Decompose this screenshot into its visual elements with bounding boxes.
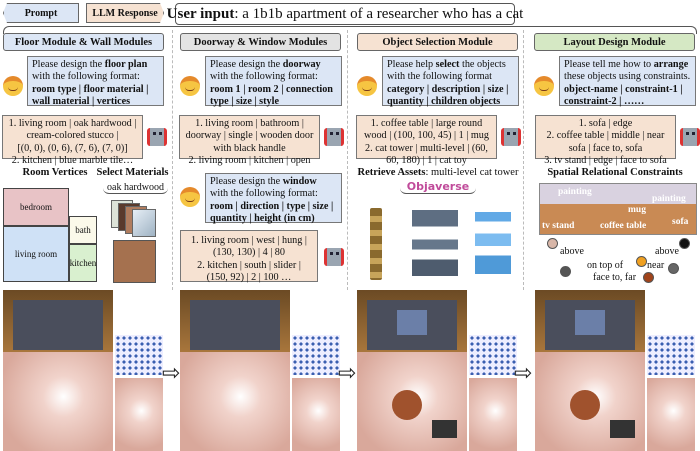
room-living-room: living room	[3, 226, 69, 282]
label-mug: mug	[628, 205, 646, 215]
selected-material-oak	[113, 240, 156, 283]
render-bathroom	[292, 335, 340, 375]
user-face-icon	[3, 76, 23, 96]
render-living-room	[3, 352, 113, 451]
cat-tower-asset-wood	[370, 208, 382, 280]
render-kitchen	[115, 378, 163, 451]
prompt-floor-plan: Please design the floor plan with the fo…	[27, 56, 164, 107]
divider	[172, 30, 173, 290]
divider	[347, 30, 348, 290]
response-window: 1. living room | west | hung |(130, 130)…	[180, 230, 318, 283]
prompt-layout: Please tell me how to arrange these obje…	[559, 56, 696, 107]
response-floor-plan: 1. living room | oak hardwood |cream-col…	[2, 115, 143, 166]
room-vertices-title: Room Vertices	[22, 167, 88, 178]
scene-image: painting painting mug tv stand coffee ta…	[539, 183, 697, 235]
user-input-label: User input	[166, 5, 235, 22]
node-coffee-table	[643, 272, 654, 283]
render-kitchen	[292, 378, 340, 451]
header-layout-design: Layout Design Module	[534, 33, 695, 51]
user-face-icon	[357, 76, 377, 96]
render-tv-stand	[432, 420, 457, 438]
render-tv-stand	[610, 420, 635, 438]
user-face-icon	[180, 187, 200, 207]
legend-prompt: Prompt	[3, 3, 79, 23]
render-kitchen	[469, 378, 517, 451]
render-bathroom	[647, 335, 695, 375]
user-face-icon	[534, 76, 554, 96]
arrow-right-icon: ⇨	[338, 360, 357, 385]
divider	[523, 30, 524, 290]
render-bed	[575, 310, 605, 335]
robot-icon	[680, 128, 700, 146]
render-living-room	[180, 352, 290, 451]
constraints-title: Spatial Relational Constraints	[547, 167, 683, 178]
arrow-right-icon: ⇨	[162, 360, 181, 385]
select-materials-title: Select Materials	[96, 167, 169, 178]
label-painting: painting	[652, 194, 686, 204]
cat-tower-asset-gray	[412, 210, 458, 276]
prompt-window: Please design the window with the follow…	[205, 173, 342, 224]
node-painting-2	[679, 238, 690, 249]
render-bathroom	[469, 335, 517, 375]
room-kitchen: kitchen	[69, 244, 97, 282]
objaverse-logo: Objaverse	[400, 180, 476, 194]
robot-icon	[501, 128, 521, 146]
render-coffee-table	[570, 390, 600, 420]
render-bathroom	[115, 335, 163, 375]
header-floor-wall: Floor Module & Wall Modules	[3, 33, 164, 51]
user-input-box: User input: a 1b1b apartment of a resear…	[167, 3, 523, 25]
legend-llm-response: LLM Response	[86, 3, 164, 23]
robot-icon	[324, 128, 344, 146]
bracket-line	[3, 26, 697, 34]
edge-above: above	[655, 246, 679, 257]
user-face-icon	[180, 76, 200, 96]
node-mug	[636, 256, 647, 267]
prompt-object-selection: Please help select the objects with the …	[382, 56, 519, 107]
render-coffee-table	[392, 390, 422, 420]
edge-on-top-of: on top of	[587, 260, 624, 271]
robot-icon	[147, 128, 167, 146]
material-label: oak hardwood	[103, 182, 168, 194]
node-sofa	[668, 263, 679, 274]
label-coffee-table: coffee table	[600, 221, 647, 231]
retrieve-assets-caption: Retrieve Assets: multi-level cat tower	[357, 167, 519, 178]
prompt-doorway: Please design the doorway with the follo…	[205, 56, 342, 107]
node-tv-stand	[560, 266, 571, 277]
robot-icon	[324, 248, 344, 266]
edge-above: above	[560, 246, 584, 257]
render-kitchen	[647, 378, 695, 451]
material-swatch	[132, 209, 156, 237]
render-bed	[397, 310, 427, 335]
user-input-text: : a 1b1b apartment of a researcher who h…	[234, 5, 524, 22]
edge-near: near	[647, 260, 665, 271]
room-bedroom: bedroom	[3, 188, 69, 226]
cat-tower-asset-blue	[475, 212, 511, 274]
label-painting: painting	[558, 187, 592, 197]
label-sofa: sofa	[672, 217, 689, 227]
label-tv-stand: tv stand	[542, 221, 575, 231]
render-bedroom-floor	[13, 300, 103, 350]
header-doorway-window: Doorway & Window Modules	[180, 33, 341, 51]
room-bath: bath	[69, 216, 97, 244]
arrow-right-icon: ⇨	[514, 360, 533, 385]
header-object-selection: Object Selection Module	[357, 33, 518, 51]
response-doorway: 1. living room | bathroom |doorway | sin…	[179, 115, 320, 166]
node-painting	[547, 238, 558, 249]
edge-face-to-far: face to, far	[593, 272, 637, 283]
render-bedroom-floor	[190, 300, 280, 350]
